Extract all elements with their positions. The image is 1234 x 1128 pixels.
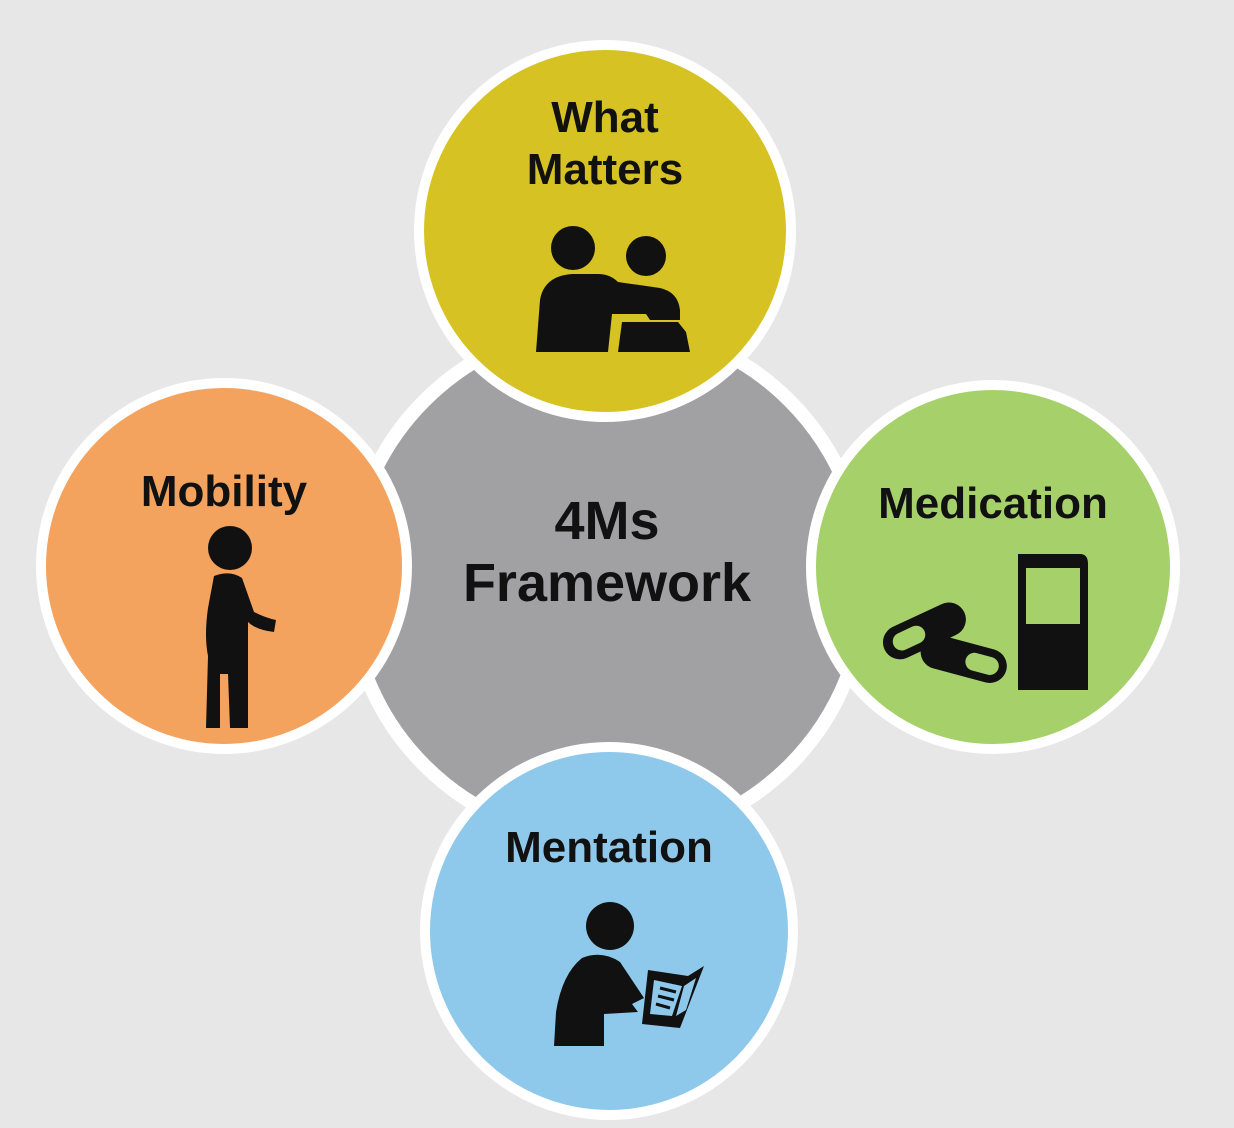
medication-label: Medication — [878, 479, 1108, 528]
medication-node: Medication — [806, 380, 1180, 754]
walking-person-icon — [206, 526, 276, 728]
mentation-label: Mentation — [505, 823, 713, 872]
mentation-node: Mentation — [420, 742, 798, 1120]
mobility-label: Mobility — [140, 467, 308, 516]
center-title: 4Ms Framework — [462, 491, 752, 613]
pills-and-glass-icon — [882, 554, 1088, 690]
what-matters-label: What Matters — [526, 93, 684, 194]
mobility-node: Mobility — [36, 378, 412, 754]
people-embrace-icon — [536, 226, 690, 352]
person-reading-icon — [554, 902, 704, 1046]
what-matters-node: What Matters — [414, 40, 796, 422]
